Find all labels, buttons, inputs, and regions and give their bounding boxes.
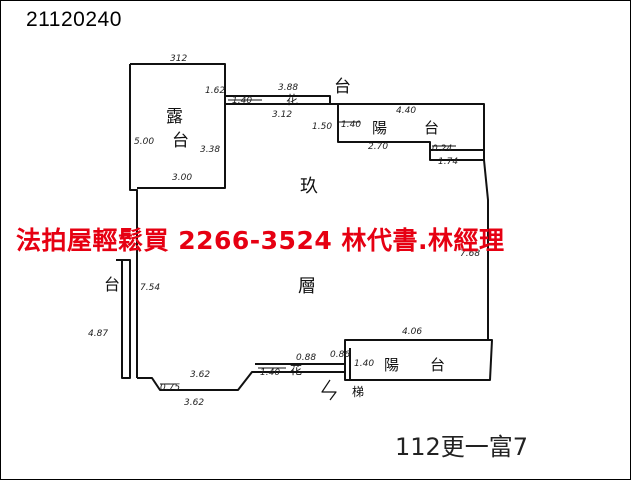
stairwell-label: 梯 [352,385,364,399]
balcony-top-step [429,142,484,161]
west-wall [129,64,138,378]
dim-300: 3.00 [172,173,192,183]
dim-338: 3.38 [200,145,220,155]
stair-symbol [321,379,337,401]
dim-406: 4.06 [402,327,422,337]
balcony-top-label-2: 台 [424,119,439,137]
dim-388: 3.88 [278,83,298,93]
garden-label-bottom: 花 [290,362,302,377]
balcony-bottom-label-1: 陽 [384,356,399,374]
floor-label-2: 層 [298,276,316,297]
dim-362-a: 3.62 [190,370,210,380]
dim-024: 0.24 [432,144,452,154]
dim-140-a: 1.40 [232,96,252,106]
dim-362-b: 3.62 [184,398,204,408]
advertisement-banner: 法拍屋輕鬆買 2266-3524 林代書.林經理 [16,226,505,255]
dim-768: 7.68 [460,249,480,259]
dim-270: 2.70 [368,142,388,152]
dim-140-b: 1.40 [341,120,361,130]
balcony-top-label-1: 陽 [372,119,387,137]
dim-440: 4.40 [396,106,416,116]
top-label: 台 [334,77,351,97]
dim-162: 1.62 [205,86,225,96]
south-wall [137,371,345,391]
dim-150: 1.50 [312,122,332,132]
north-garden-strip [225,95,331,105]
dim-086: 0.86 [330,350,350,360]
dim-312-top: 312 [170,54,187,64]
dim-140-d: 1.40 [260,368,280,378]
garden-label-top: 花 [286,92,298,107]
dew-terrace-label-2: 台 [172,131,189,151]
dew-terrace-outline [130,63,226,189]
floor-label-1: 玖 [300,176,318,197]
dim-140-c: 1.40 [354,359,374,369]
left-terrace-outline [116,259,131,379]
dew-terrace-label-1: 露 [166,107,183,127]
dim-500: 5.00 [134,137,154,147]
left-terrace-label: 台 [104,275,120,294]
dim-174: 1.74 [438,157,458,167]
dim-487: 4.87 [88,329,108,339]
dim-075: 0.75 [160,383,180,393]
dim-088: 0.88 [296,353,316,363]
dim-312-mid: 3.12 [272,110,292,120]
document-id: 21120240 [26,8,122,31]
balcony-bottom-label-2: 台 [430,356,445,374]
dim-754: 7.54 [140,283,160,293]
balcony-bottom-outline [255,339,493,381]
property-address: 112更一富7 [395,433,529,461]
